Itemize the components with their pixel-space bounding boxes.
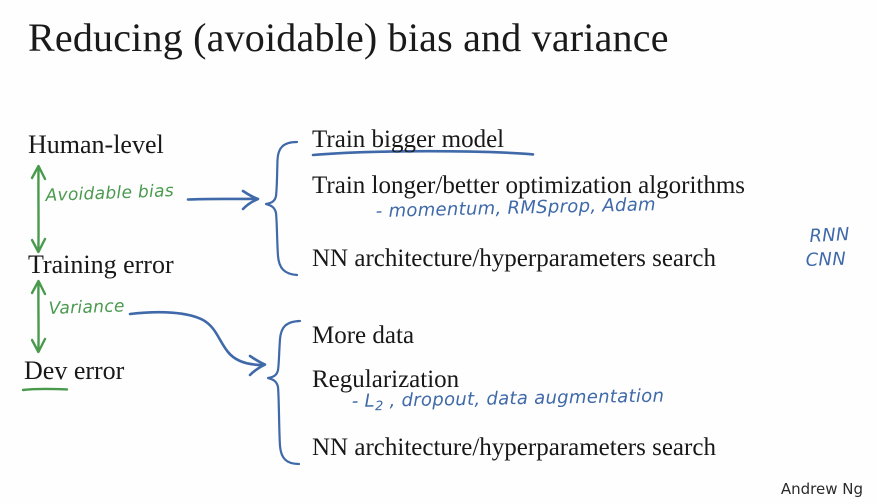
dev-error-underline <box>21 387 69 392</box>
variance-group-brace <box>266 319 302 466</box>
error-level-training: Training error <box>28 250 174 279</box>
variance-arrow-icon <box>30 279 47 354</box>
bias-group-brace <box>264 140 299 277</box>
remedy-more-data: More data <box>312 322 415 349</box>
avoidable-bias-arrow-icon <box>30 164 47 254</box>
note-regularization-methods: - L2 , dropout, data augmentation <box>351 385 665 415</box>
error-level-human: Human-level <box>28 130 164 159</box>
error-level-dev: Dev error <box>24 356 125 385</box>
remedy-nn-arch-search-bias: NN architecture/hyperparameters search <box>312 245 716 272</box>
annotation-variance: Variance <box>48 296 126 319</box>
note-rnn: RNN <box>808 223 851 247</box>
remedy-train-bigger-model: Train bigger model <box>312 126 505 153</box>
annotation-avoidable-bias: Avoidable bias <box>45 181 175 206</box>
remedy-regularization: Regularization <box>312 366 460 393</box>
remedy-nn-arch-search-variance: NN architecture/hyperparameters search <box>312 434 716 461</box>
variance-to-group-arrow-icon <box>128 310 267 377</box>
remedy-train-longer: Train longer/better optimization algorit… <box>312 172 746 199</box>
page-title: Reducing (avoidable) bias and variance <box>28 15 669 60</box>
note-cnn: CNN <box>805 248 847 271</box>
author-credit: Andrew Ng <box>780 480 863 498</box>
bias-to-group-arrow-icon <box>186 189 260 211</box>
